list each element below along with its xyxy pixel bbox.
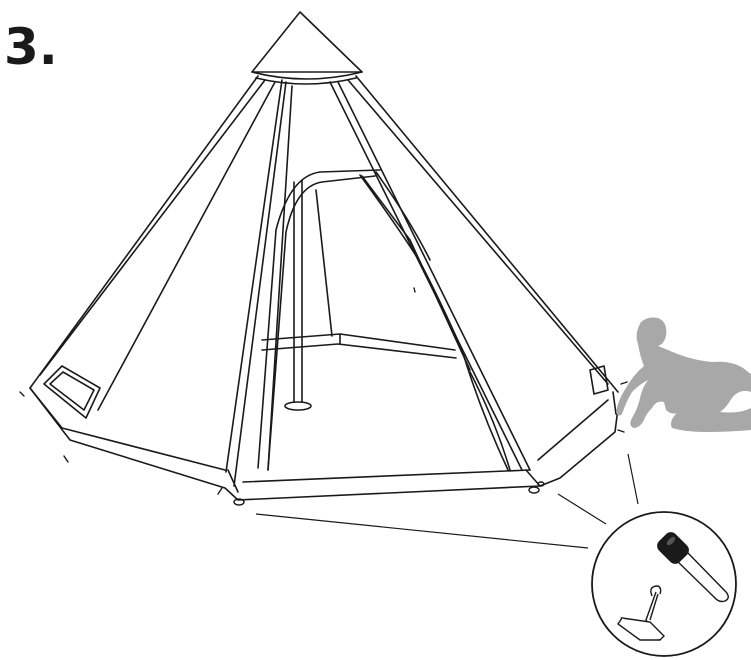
tent-door-opening xyxy=(257,85,381,471)
tent-left-panels xyxy=(29,75,287,487)
right-window xyxy=(589,365,609,395)
tent-top-cap xyxy=(251,11,363,85)
callout-lines xyxy=(255,453,639,549)
door-flap xyxy=(359,171,511,471)
tipi-tent xyxy=(19,11,628,506)
tent-right-panels xyxy=(329,75,619,471)
tent-base-skirt xyxy=(29,387,619,501)
peg-marks xyxy=(19,287,628,506)
mallet-icon xyxy=(657,532,729,603)
tent-peg-icon xyxy=(617,585,665,641)
centre-pole xyxy=(284,179,312,411)
tools-callout xyxy=(591,511,737,657)
kneeling-person-silhouette xyxy=(616,317,751,432)
inner-back-wall xyxy=(261,175,457,359)
left-window xyxy=(43,365,101,419)
step-number: 3. xyxy=(4,18,58,76)
